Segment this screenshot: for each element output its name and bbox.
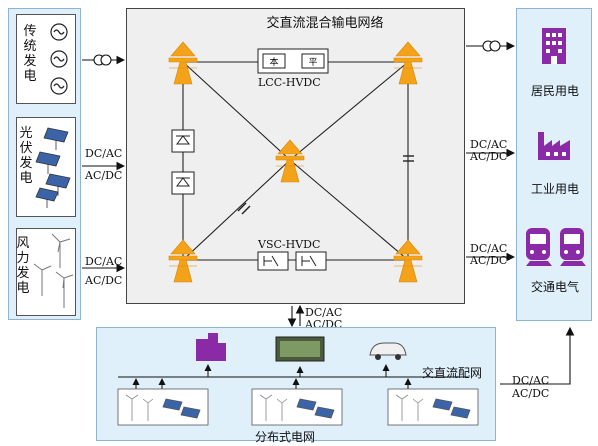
converter-label-dist-acdc: AC/DC [512,387,550,400]
converter-label-right-top-dcac: DC/AC [470,138,508,151]
svg-text:本: 本 [269,56,278,68]
distribution-network-lines [117,333,479,426]
lcc-hvdc-label: LCC-HVDC [258,76,321,89]
converter-label-solar-dcac: DC/AC [85,147,123,160]
solar-panel-icons [35,127,71,208]
distributed-grid-title: 分布式电网 [255,430,316,444]
solar-generation-label: 光伏发电 [19,126,33,186]
distribution-network-label: 交直流配网 [422,366,483,380]
converter-label-right-bottom-dcac: DC/AC [470,242,508,255]
lcc-converter-icon: 本 平 [257,48,329,74]
vsc-hvdc-label: VSC-HVDC [258,238,321,251]
traditional-generation-label: 传统发电 [23,24,37,84]
industrial-factory-icon [538,132,570,160]
wind-generation-label: 风力发电 [16,236,30,296]
converter-label-dist-dcac: DC/AC [512,374,550,387]
wind-turbine-icons [33,233,74,308]
svg-text:平: 平 [308,57,317,68]
train-icons [526,228,586,266]
transport-label: 交通电气 [530,280,579,294]
generator-icons [50,23,68,95]
converter-label-wind-dcac: DC/AC [85,255,123,268]
capacitor-icons [237,155,414,215]
residential-label: 居民用电 [530,84,579,98]
converter-label-wind-acdc: AC/DC [85,274,123,287]
converter-label-right-top-acdc: AC/DC [470,150,508,163]
diode-icons [171,129,195,195]
converter-label-solar-acdc: AC/DC [85,169,123,182]
converter-label-center-dcac: DC/AC [305,306,343,319]
grid-title: 交直流混合输电网络 [266,16,384,31]
transmission-tower-icons [168,41,423,283]
converter-label-right-bottom-acdc: AC/DC [470,254,508,267]
industrial-label: 工业用电 [530,182,579,196]
vsc-converter-icons [257,251,327,271]
wind-generation-box [16,228,76,316]
residential-building-icon [542,28,566,64]
